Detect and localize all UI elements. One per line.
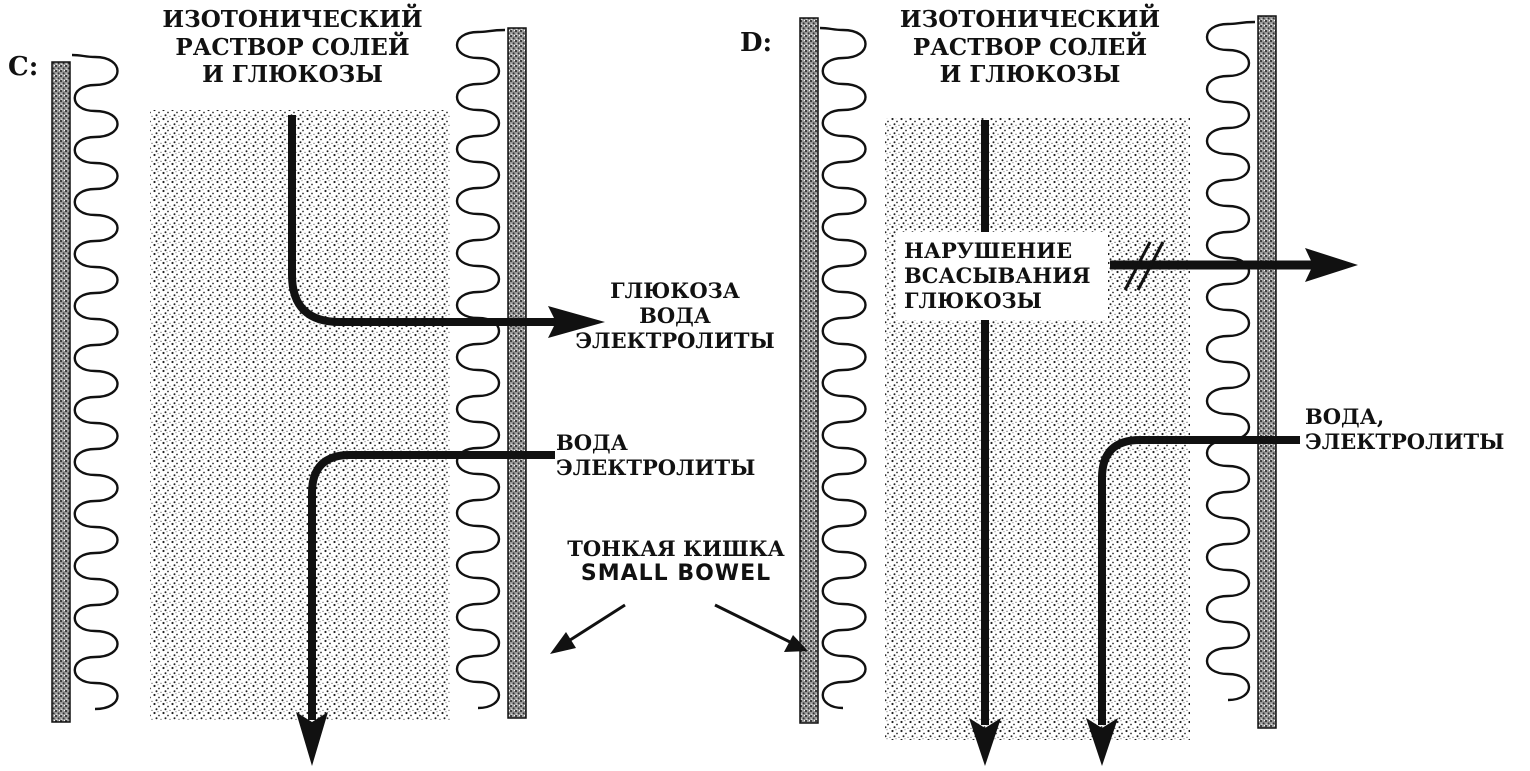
panel-d-water-label: ВОДА, ЭЛЕКТРОЛИТЫ	[1305, 404, 1504, 454]
bowel-wall-right-c	[508, 28, 526, 718]
panel-c-letter: C:	[8, 52, 38, 83]
pointer-right	[715, 605, 790, 642]
bowel-label-en: SMALL BOWEL	[552, 561, 800, 587]
panel-c-absorbed-line-2: ВОДА	[570, 303, 780, 328]
villi-right-d	[1207, 22, 1255, 700]
bowel-label: ТОНКАЯ КИШКА SMALL BOWEL	[552, 536, 800, 588]
panel-d-blocked-label: НАРУШЕНИЕ ВСАСЫВАНИЯ ГЛЮКОЗЫ	[896, 232, 1108, 320]
panel-c-water-label: ВОДА ЭЛЕКТРОЛИТЫ	[556, 430, 755, 480]
panel-d-title-line-3: И ГЛЮКОЗЫ	[880, 61, 1180, 89]
panel-c-water-line-2: ЭЛЕКТРОЛИТЫ	[556, 455, 755, 480]
lumen-c	[150, 110, 450, 720]
panel-d-blocked-line-3: ГЛЮКОЗЫ	[904, 288, 1100, 313]
panel-d-blocked-line-1: НАРУШЕНИЕ	[904, 238, 1100, 263]
bowel-wall-left-d	[800, 18, 818, 723]
panel-c	[52, 28, 605, 766]
panel-d-blocked-line-2: ВСАСЫВАНИЯ	[904, 263, 1100, 288]
pointer-left-head	[550, 632, 576, 654]
panel-c-absorbed-label: ГЛЮКОЗА ВОДА ЭЛЕКТРОЛИТЫ	[570, 278, 780, 354]
panel-d-water-line-2: ЭЛЕКТРОЛИТЫ	[1305, 429, 1504, 454]
panel-c-absorbed-line-3: ЭЛЕКТРОЛИТЫ	[570, 328, 780, 353]
panel-d-letter: D:	[740, 28, 772, 59]
lumen-d	[885, 118, 1190, 740]
panel-d	[800, 16, 1358, 766]
bowel-label-ru: ТОНКАЯ КИШКА	[552, 536, 800, 561]
panel-d-title-line-2: РАСТВОР СОЛЕЙ	[880, 34, 1180, 62]
panel-d-title: ИЗОТОНИЧЕСКИЙ РАСТВОР СОЛЕЙ И ГЛЮКОЗЫ	[870, 0, 1190, 95]
panel-c-title: ИЗОТОНИЧЕСКИЙ РАСТВОР СОЛЕЙ И ГЛЮКОЗЫ	[135, 0, 450, 95]
bowel-wall-left-c	[52, 62, 70, 722]
bowel-wall-right-d	[1258, 16, 1276, 728]
villi-left-d	[820, 28, 866, 708]
arrow-c-passthrough-head	[296, 712, 328, 766]
villi-right-c	[457, 30, 505, 708]
panel-c-absorbed-line-1: ГЛЮКОЗА	[570, 278, 780, 303]
panel-c-title-line-2: РАСТВОР СОЛЕЙ	[145, 34, 440, 62]
panel-c-title-line-1: ИЗОТОНИЧЕСКИЙ	[145, 6, 440, 34]
pointer-left	[567, 605, 625, 642]
panel-d-water-line-1: ВОДА,	[1305, 404, 1504, 429]
panel-c-water-line-1: ВОДА	[556, 430, 755, 455]
villi-left-c	[72, 55, 118, 709]
panel-c-title-line-3: И ГЛЮКОЗЫ	[145, 61, 440, 89]
bowel-label-pointers	[550, 605, 808, 654]
panel-d-title-line-1: ИЗОТОНИЧЕСКИЙ	[880, 6, 1180, 34]
